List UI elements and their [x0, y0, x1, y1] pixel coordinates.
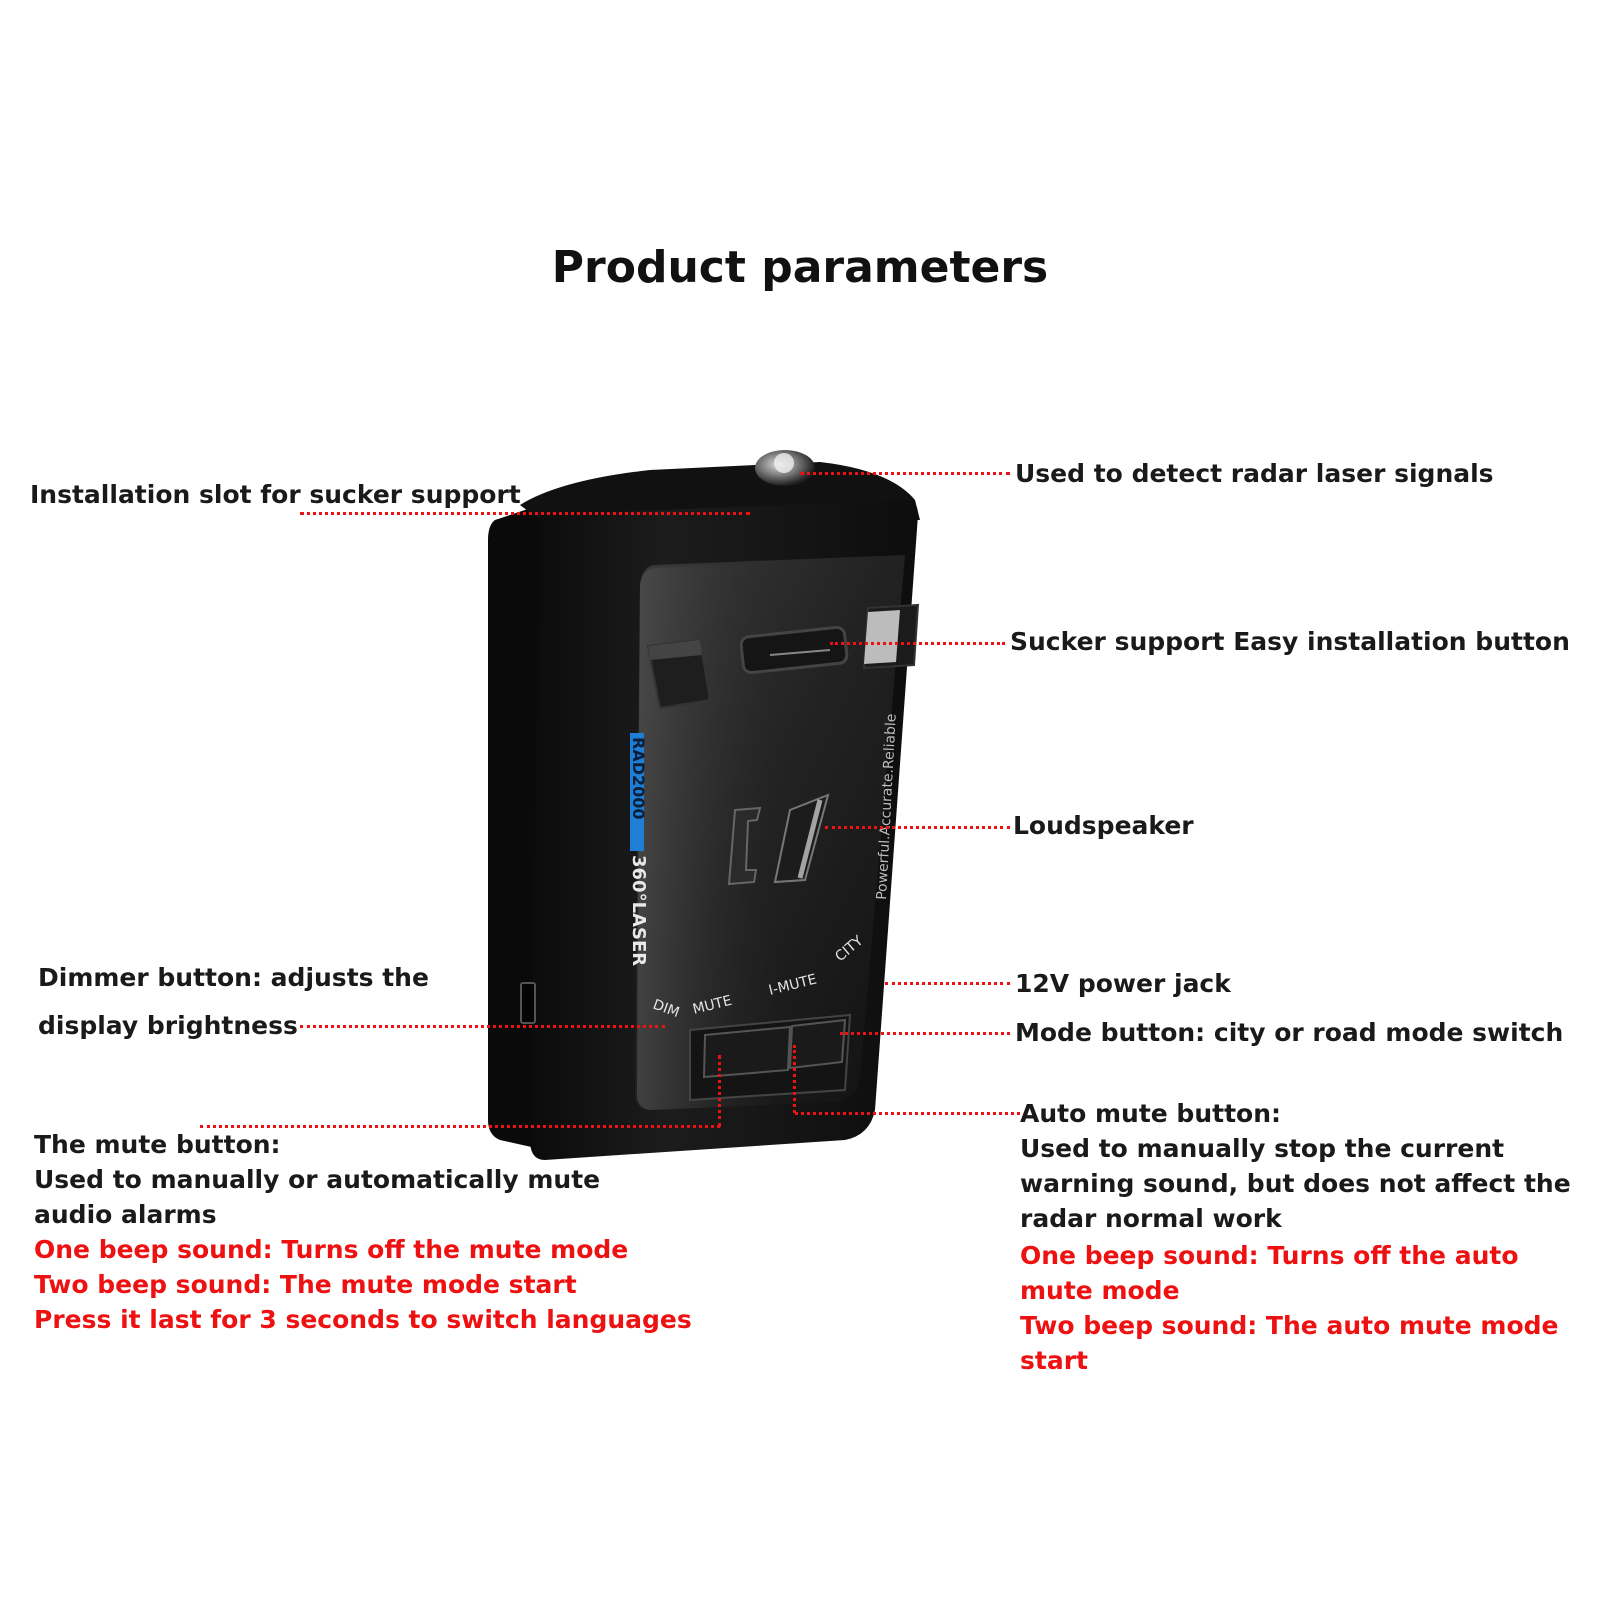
label-mode-button: Mode button: city or road mode switch [1015, 1018, 1564, 1047]
loudspeaker-grille [727, 806, 762, 886]
label-dimmer-line2: display brightness [38, 1011, 298, 1040]
label-auto-mute-red4: start [1020, 1346, 1088, 1375]
label-mute-line1: Used to manually or automatically mute [34, 1165, 601, 1194]
page-title: Product parameters [551, 242, 1049, 293]
label-auto-mute-red3: Two beep sound: The auto mute mode [1020, 1311, 1559, 1340]
label-auto-mute-red2: mute mode [1020, 1276, 1180, 1305]
label-auto-mute-red1: One beep sound: Turns off the auto [1020, 1241, 1519, 1270]
label-sucker-button: Sucker support Easy installation button [1010, 627, 1570, 656]
power-jack [520, 982, 536, 1024]
label-auto-mute-line3: radar normal work [1020, 1204, 1282, 1233]
label-installation-slot: Installation slot for sucker support [30, 480, 521, 509]
leader-auto-mute-v [793, 1045, 796, 1113]
leader-mode-button [840, 1032, 1010, 1035]
i-mute-button [788, 1018, 847, 1070]
label-mute-heading: The mute button: [34, 1130, 281, 1159]
leader-installation-slot [300, 512, 750, 515]
label-auto-mute-line1: Used to manually stop the current [1020, 1134, 1505, 1163]
leader-mute-h [200, 1125, 720, 1128]
label-power-jack: 12V power jack [1015, 969, 1231, 998]
label-mute-red2: Two beep sound: The mute mode start [34, 1270, 577, 1299]
label-loudspeaker: Loudspeaker [1013, 811, 1194, 840]
leader-loudspeaker [825, 826, 1010, 829]
leader-mute-v [718, 1055, 721, 1127]
label-mute-line2: audio alarms [34, 1200, 217, 1229]
label-mute-red1: One beep sound: Turns off the mute mode [34, 1235, 629, 1264]
leader-radar-detect [800, 472, 1010, 475]
label-dimmer-line1: Dimmer button: adjusts the [38, 963, 429, 992]
brand-code: RAD2000 [629, 737, 648, 820]
label-mute-red3: Press it last for 3 seconds to switch la… [34, 1305, 692, 1334]
label-auto-mute-line2: warning sound, but does not affect the [1020, 1169, 1571, 1198]
leader-sucker-button [830, 642, 1005, 645]
leader-auto-mute-h [795, 1112, 1020, 1115]
label-auto-mute-heading: Auto mute button: [1020, 1099, 1281, 1128]
leader-dimmer [300, 1025, 665, 1028]
label-radar-detect: Used to detect radar laser signals [1015, 459, 1494, 488]
side-text: 360°LASER [628, 855, 649, 966]
leader-power-jack [885, 982, 1010, 985]
mute-button [702, 1025, 792, 1079]
